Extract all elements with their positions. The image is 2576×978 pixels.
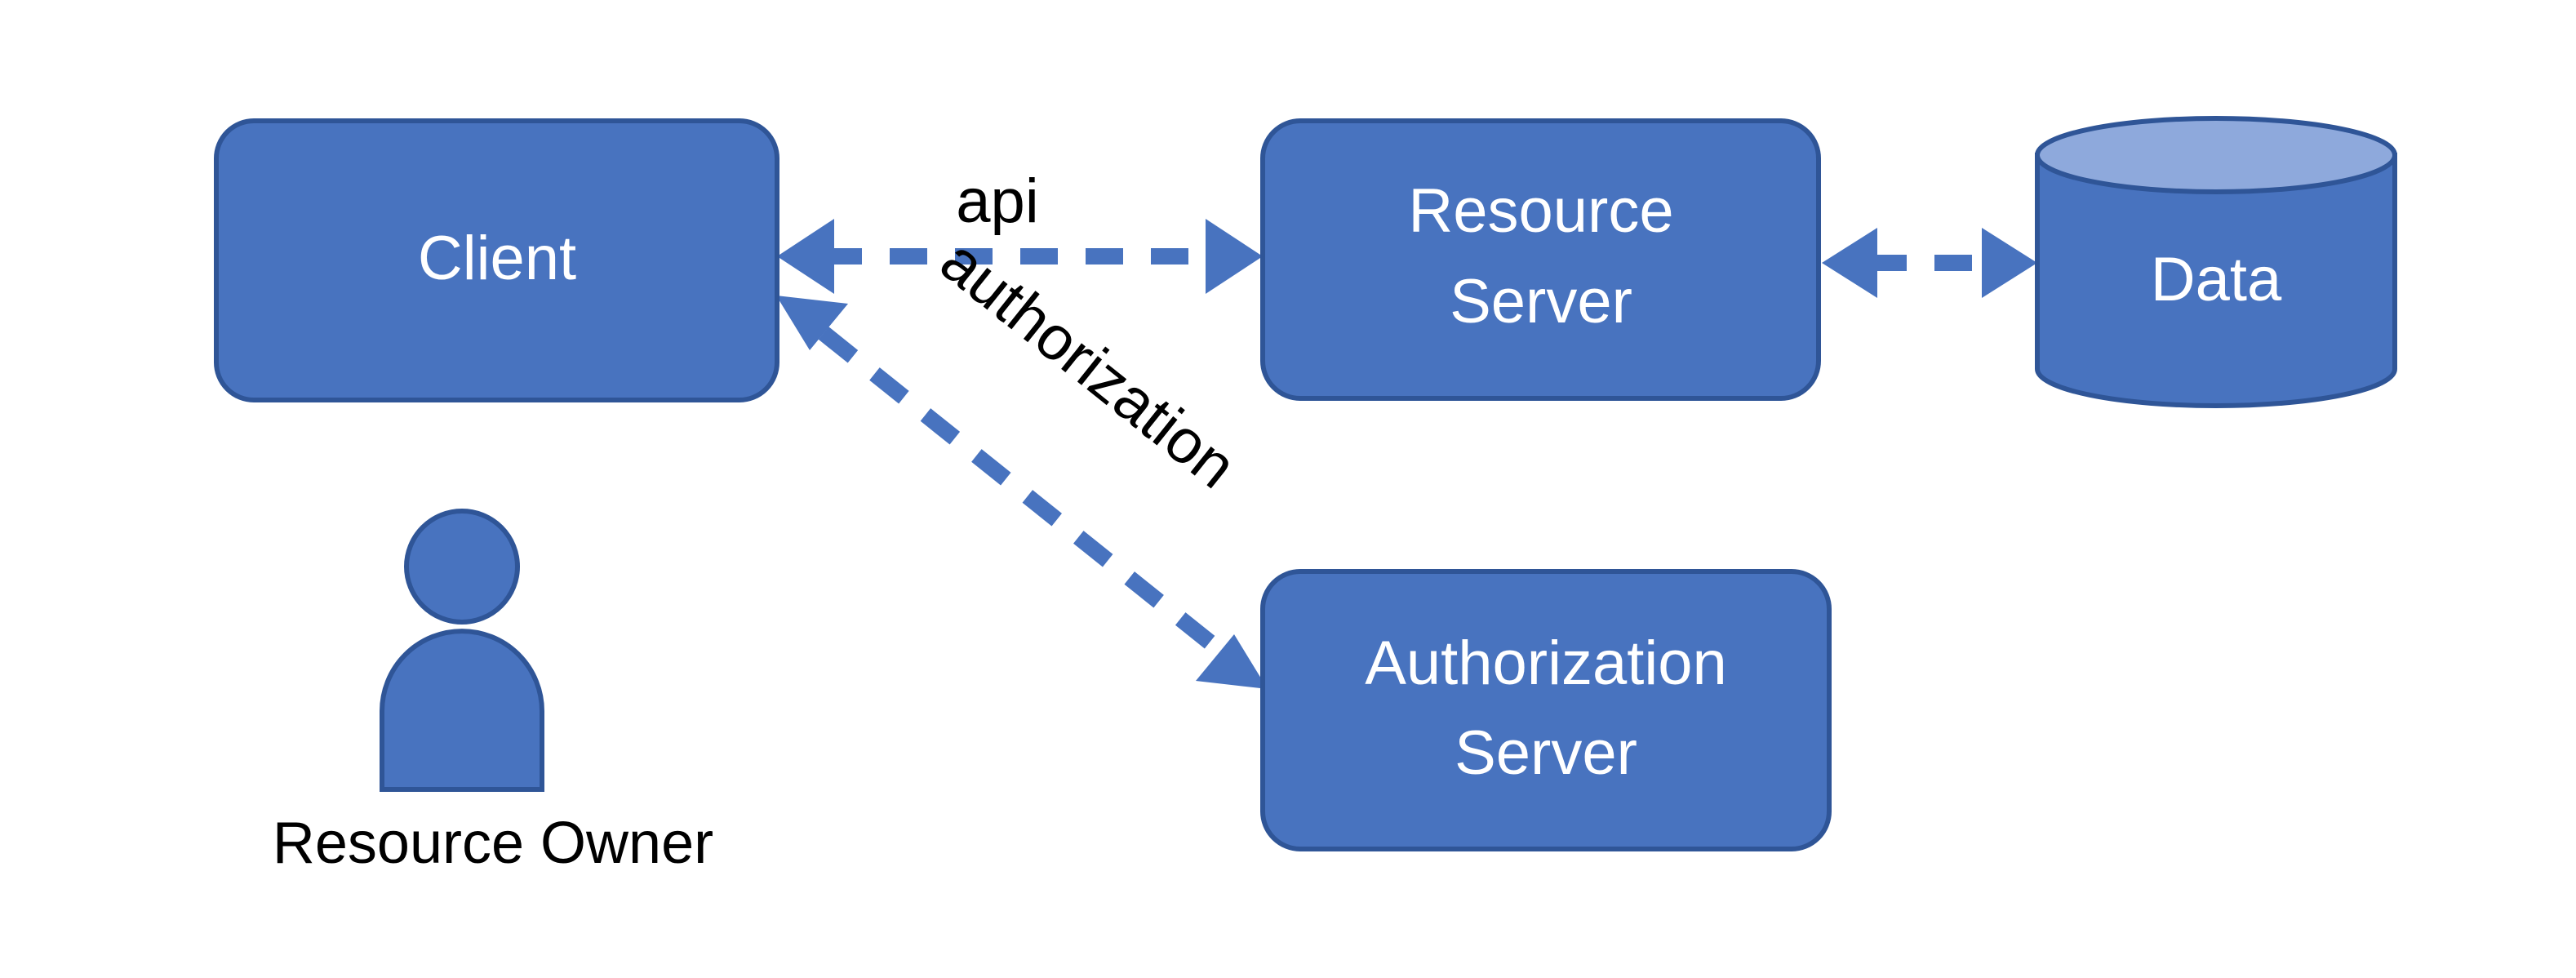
connector-line <box>818 327 1226 657</box>
data-label: Data <box>2151 245 2282 314</box>
node-resource-owner[interactable]: Resource Owner <box>273 509 713 876</box>
resource-owner-label: Resource Owner <box>273 811 713 876</box>
arrowhead-right <box>1982 228 2037 298</box>
arrowhead-upper-left <box>776 296 848 350</box>
data-cylinder-top <box>2035 116 2397 194</box>
authorization-server-box <box>1260 569 1832 851</box>
node-authorization-server[interactable]: Authorization Server <box>1260 569 1832 851</box>
client-label: Client <box>418 224 576 293</box>
node-resource-server[interactable]: Resource Server <box>1260 118 1821 401</box>
arrowhead-lower-right <box>1196 634 1268 689</box>
authorization-server-label-line2: Server <box>1455 718 1637 788</box>
authorization-server-label-line1: Authorization <box>1365 629 1727 698</box>
node-data[interactable]: Data <box>2035 116 2397 408</box>
resource-server-label-line1: Resource <box>1408 176 1673 246</box>
connector-resource-server-data[interactable] <box>1822 228 2037 298</box>
arrowhead-right <box>1206 219 1263 294</box>
person-head-icon <box>404 509 520 625</box>
data-cylinder-body <box>2035 153 2397 408</box>
person-body-icon <box>380 629 544 792</box>
connector-client-authorization-server[interactable]: authorization <box>776 226 1268 689</box>
connector-client-resource-server[interactable]: api <box>777 167 1263 294</box>
resource-server-box <box>1260 118 1821 401</box>
resource-server-label-line2: Server <box>1450 267 1632 336</box>
arrowhead-left <box>1822 228 1877 298</box>
arrowhead-left <box>777 219 834 294</box>
edge-label-api: api <box>956 167 1038 236</box>
client-box <box>214 118 779 402</box>
node-client[interactable]: Client <box>214 118 779 402</box>
